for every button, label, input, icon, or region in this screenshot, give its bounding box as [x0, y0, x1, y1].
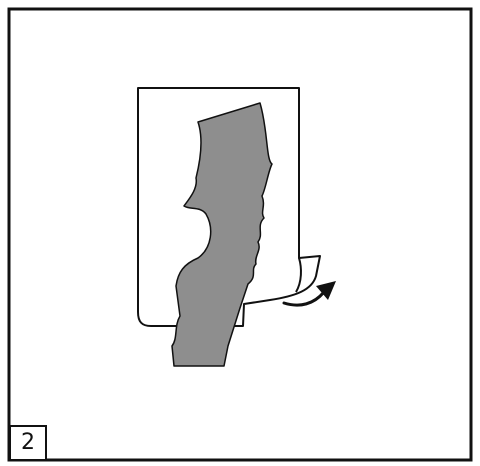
curved-arrow-head — [316, 281, 336, 300]
gray-silhouette — [171, 102, 273, 367]
peeled-corner — [295, 257, 302, 293]
step-number: 2 — [21, 430, 35, 455]
step-number-box — [9, 425, 47, 461]
curved-arrow-icon — [282, 290, 326, 307]
